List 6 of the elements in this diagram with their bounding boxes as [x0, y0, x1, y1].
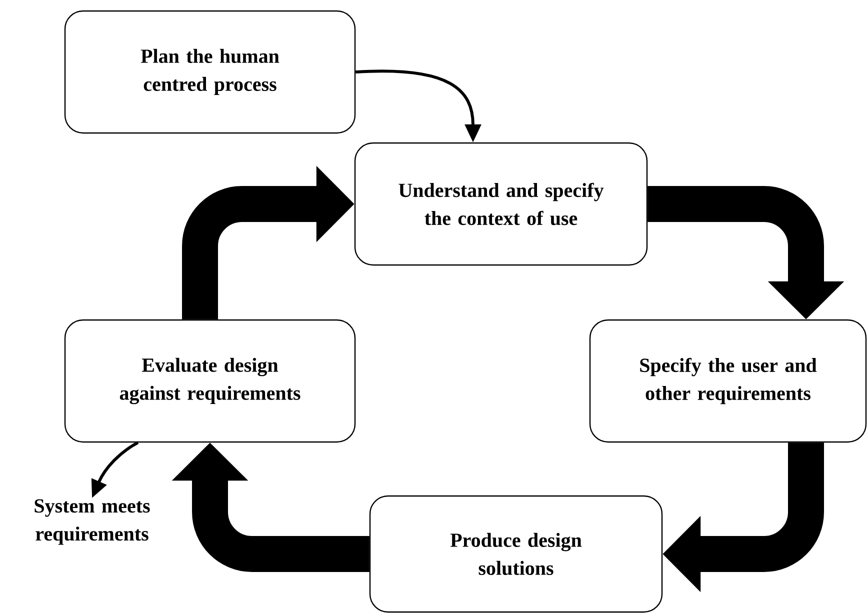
- process-box: Specify the user and other requirements: [589, 319, 867, 443]
- process-box: Produce design solutions: [369, 495, 663, 613]
- process-box: Understand and specify the context of use: [354, 142, 648, 266]
- outcome-label: System meets requirements: [34, 499, 150, 545]
- process-box: Evaluate design against requirements: [64, 319, 356, 443]
- process-box: Plan the human centred process: [64, 10, 356, 134]
